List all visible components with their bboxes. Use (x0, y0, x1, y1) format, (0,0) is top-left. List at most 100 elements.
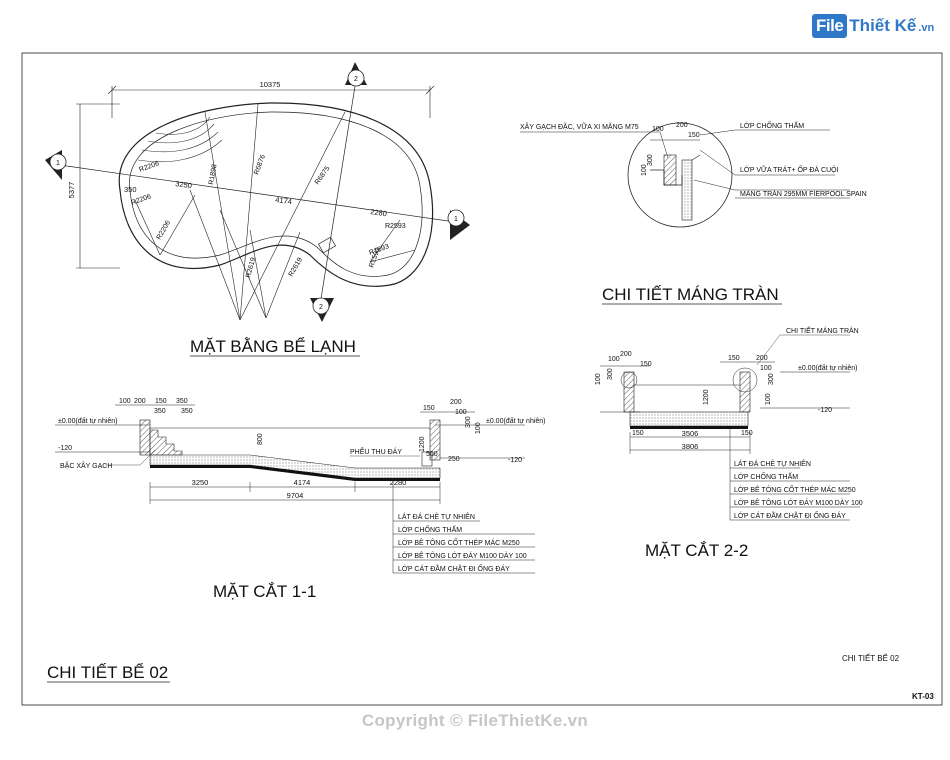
svg-text:100: 100 (652, 126, 664, 133)
svg-text:350: 350 (154, 408, 166, 415)
logo-text: Thiết Kế (849, 16, 917, 35)
section-marker: 1 (45, 150, 67, 180)
svg-text:R2206: R2206 (130, 193, 152, 207)
svg-text:LỚP BÊ TÔNG CỐT THÉP MÁC M250: LỚP BÊ TÔNG CỐT THÉP MÁC M250 (398, 537, 520, 547)
svg-text:150: 150 (688, 132, 700, 139)
copyright-watermark: Copyright © FileThietKe.vn (361, 711, 589, 730)
svg-text:350: 350 (176, 398, 188, 405)
svg-text:200: 200 (450, 399, 462, 406)
svg-text:R1898: R1898 (208, 164, 218, 186)
sheet-frame (21, 52, 943, 706)
svg-text:1200: 1200 (703, 389, 710, 405)
plan-title: MẶT BẰNG BỂ LẠNH (190, 337, 356, 356)
svg-text:R2619: R2619 (288, 257, 304, 278)
section-2-2-title: MẶT CẮT 2-2 (645, 541, 748, 560)
svg-text:200: 200 (620, 351, 632, 358)
svg-text:200: 200 (676, 122, 688, 129)
svg-text:R2593: R2593 (385, 223, 406, 230)
svg-text:150: 150 (155, 398, 167, 405)
section-2-2: ±0.00(đất tự nhiên) -120 1200 CHI TIẾT M… (595, 325, 863, 521)
plan-view: 1 1 2 2 10375 (45, 62, 470, 322)
svg-text:LỚP CHỐNG THẤM: LỚP CHỐNG THẤM (734, 471, 798, 481)
svg-text:BẬC XÂY GẠCH: BẬC XÂY GẠCH (60, 461, 112, 470)
svg-text:100: 100 (765, 393, 772, 405)
section-marker: 2 (345, 62, 367, 87)
sheet-title: CHI TIẾT BỂ 02 (47, 663, 168, 682)
svg-text:LỚP CHỐNG THẤM: LỚP CHỐNG THẤM (740, 120, 804, 130)
svg-text:±0.00(đất tự nhiên): ±0.00(đất tự nhiên) (486, 416, 546, 425)
svg-text:1: 1 (56, 160, 60, 167)
svg-text:LỚP BÊ TÔNG CỐT THÉP MÁC M250: LỚP BÊ TÔNG CỐT THÉP MÁC M250 (734, 484, 856, 494)
section-line-1-1 (59, 164, 456, 223)
svg-text:4174: 4174 (294, 478, 311, 487)
svg-text:150: 150 (423, 405, 435, 412)
section-marker: 2 (310, 297, 334, 322)
section-marker: 1 (447, 209, 470, 240)
svg-text:300: 300 (768, 373, 775, 385)
svg-text:LỚP BÊ TÔNG LÓT ĐÁY M100 DÀY: LỚP BÊ TÔNG LÓT ĐÁY M100 DÀY 100 (734, 498, 863, 507)
plan-dim-top: 10375 (260, 80, 281, 89)
overflow-detail: XÂY GẠCH ĐẶC, VỮA XI MĂNG M75 LỚP CHỐNG … (520, 120, 867, 228)
svg-text:9704: 9704 (287, 491, 304, 500)
svg-text:100: 100 (760, 365, 772, 372)
svg-text:100: 100 (595, 373, 602, 385)
svg-text:R2206: R2206 (138, 160, 160, 174)
svg-text:150: 150 (741, 430, 753, 437)
overflow-title: CHI TIẾT MÁNG TRÀN (602, 285, 779, 304)
svg-text:350: 350 (181, 408, 193, 415)
svg-text:100: 100 (608, 356, 620, 363)
svg-text:±0.00(đất tự nhiên): ±0.00(đất tự nhiên) (798, 363, 858, 372)
svg-text:150: 150 (728, 355, 740, 362)
svg-text:R2206: R2206 (156, 220, 172, 241)
svg-text:LỚP CÁT ĐẦM CHẶT ĐI ỐNG ĐÁY: LỚP CÁT ĐẦM CHẶT ĐI ỐNG ĐÁY (398, 563, 510, 573)
svg-text:350: 350 (124, 185, 137, 194)
site-logo[interactable]: File Thiết Kế .vn (812, 12, 934, 40)
svg-text:R6876: R6876 (253, 154, 267, 176)
svg-text:LÁT ĐÁ CHẺ TỰ NHIÊN: LÁT ĐÁ CHẺ TỰ NHIÊN (398, 512, 475, 521)
svg-text:100: 100 (119, 398, 131, 405)
logo-domain: .vn (918, 22, 935, 34)
svg-text:PHỄU THU ĐÁY: PHỄU THU ĐÁY (350, 447, 402, 456)
svg-text:CHI TIẾT MÁNG TRÀN: CHI TIẾT MÁNG TRÀN (786, 325, 859, 335)
svg-text:100: 100 (455, 409, 467, 416)
svg-text:150: 150 (640, 361, 652, 368)
svg-text:-120: -120 (508, 457, 522, 464)
svg-text:-120: -120 (58, 445, 72, 452)
svg-text:150: 150 (632, 430, 644, 437)
detail-circle (627, 122, 733, 228)
svg-text:3250: 3250 (175, 179, 193, 190)
section-1-1-title: MẶT CẮT 1-1 (213, 582, 316, 601)
svg-text:LÁT ĐÁ CHẺ TỰ NHIÊN: LÁT ĐÁ CHẺ TỰ NHIÊN (734, 459, 811, 468)
svg-text:1: 1 (454, 216, 458, 223)
svg-text:3806: 3806 (682, 442, 699, 451)
svg-text:3250: 3250 (192, 478, 209, 487)
svg-text:4174: 4174 (275, 195, 293, 206)
svg-text:LỚP BÊ TÔNG LÓT ĐÁY M100 DÀY: LỚP BÊ TÔNG LÓT ĐÁY M100 DÀY 100 (398, 551, 527, 560)
svg-text:1200: 1200 (419, 436, 426, 452)
svg-text:2: 2 (354, 76, 358, 83)
svg-text:800: 800 (257, 433, 264, 445)
svg-text:2: 2 (319, 304, 323, 311)
svg-text:3506: 3506 (682, 429, 699, 438)
svg-text:250: 250 (448, 456, 460, 463)
svg-text:±0.00(đất tự nhiên): ±0.00(đất tự nhiên) (58, 416, 118, 425)
pool-inner-edge (129, 111, 423, 277)
sheet-code: KT-03 (912, 692, 934, 701)
svg-text:300: 300 (465, 416, 472, 428)
pool-outer-edge (118, 102, 434, 287)
plan-dim-left: 5377 (67, 182, 76, 199)
svg-text:2280: 2280 (370, 207, 388, 218)
section-line-2-2 (319, 79, 357, 306)
svg-text:300: 300 (647, 154, 654, 166)
sheet-title-small: CHI TIẾT BỂ 02 (842, 653, 900, 663)
svg-text:LỚP VỮA TRÁT+ ỐP ĐÁ CUỘI: LỚP VỮA TRÁT+ ỐP ĐÁ CUỘI (740, 164, 839, 174)
svg-text:100: 100 (475, 422, 482, 434)
svg-text:-120: -120 (818, 407, 832, 414)
svg-text:R2619: R2619 (245, 257, 257, 279)
svg-text:300: 300 (607, 368, 614, 380)
svg-text:LỚP CHỐNG THẤM: LỚP CHỐNG THẤM (398, 524, 462, 534)
logo-box: File (812, 14, 848, 38)
floor-black-layer (150, 465, 440, 481)
svg-text:100: 100 (641, 164, 648, 176)
